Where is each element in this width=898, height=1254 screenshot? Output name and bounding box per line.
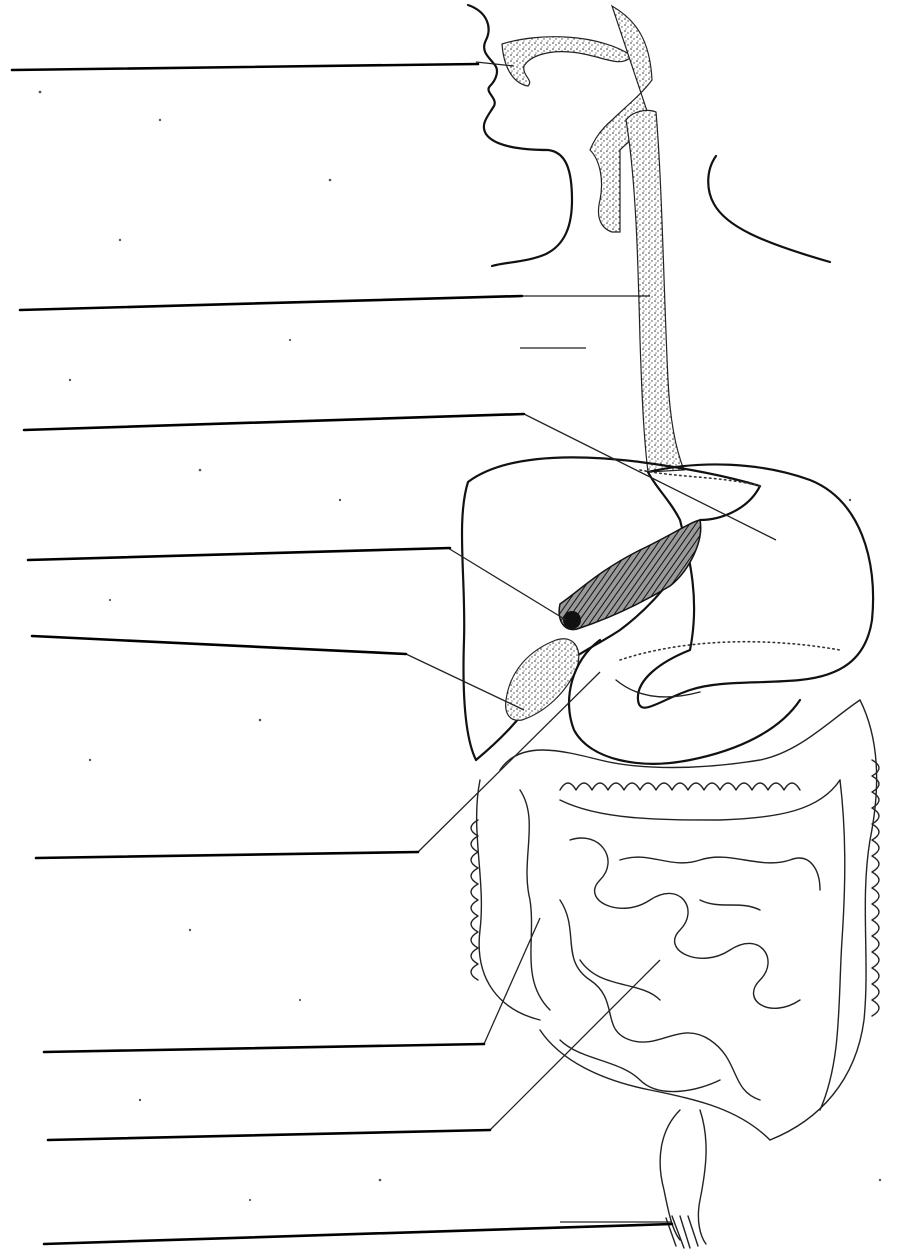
label-blank-3[interactable] [24, 414, 524, 430]
stomach [638, 464, 873, 707]
label-blank-1[interactable] [12, 64, 478, 70]
label-blank-7[interactable] [44, 1044, 484, 1052]
pancreas [559, 520, 701, 630]
label-blank-4[interactable] [28, 548, 450, 560]
label-blank-5[interactable] [32, 636, 406, 654]
label-blank-8[interactable] [48, 1130, 490, 1140]
rectum [660, 1110, 706, 1248]
label-blank-9[interactable] [44, 1224, 672, 1244]
large-intestine [471, 700, 879, 1140]
label-blank-6[interactable] [36, 852, 418, 858]
duodenum [569, 640, 840, 764]
small-intestine [540, 838, 820, 1140]
label-blank-2[interactable] [20, 296, 522, 310]
paper-specks [39, 91, 882, 1202]
esophagus [626, 110, 684, 472]
